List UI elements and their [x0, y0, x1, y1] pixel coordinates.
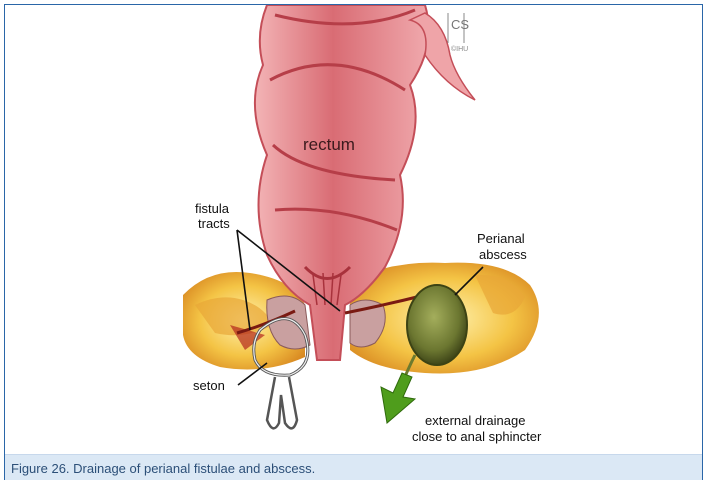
caption-bar: Figure 26. Drainage of perianal fistulae… — [5, 454, 702, 480]
medical-illustration: CS ©IHU rectum fistula tracts Perianal a… — [5, 5, 702, 454]
figure-caption: Figure 26. Drainage of perianal fistulae… — [11, 461, 315, 476]
logo-text: CS — [451, 17, 469, 32]
figure-frame: CS ©IHU rectum fistula tracts Perianal a… — [4, 4, 703, 480]
label-rectum: rectum — [303, 135, 355, 154]
perianal-abscess — [407, 285, 467, 365]
label-seton: seton — [193, 378, 225, 393]
label-abscess-line2: abscess — [479, 247, 527, 262]
label-fistula-line2: tracts — [198, 216, 230, 231]
publisher-logo: CS ©IHU — [448, 13, 469, 53]
drainage-arrow — [381, 373, 415, 423]
logo-sub: ©IHU — [451, 45, 468, 53]
label-fistula-line1: fistula — [195, 201, 230, 216]
label-drainage-line2: close to anal sphincter — [412, 429, 542, 444]
label-abscess-line1: Perianal — [477, 231, 525, 246]
label-drainage-line1: external drainage — [425, 413, 525, 428]
